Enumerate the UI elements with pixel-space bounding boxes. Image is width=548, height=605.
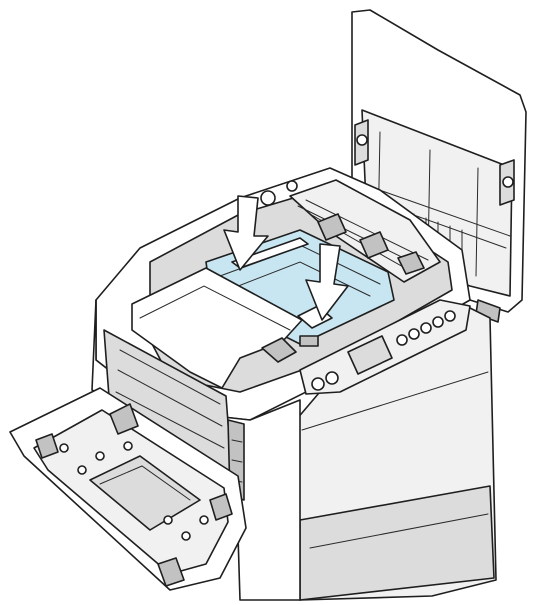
fuser-unit: [260, 179, 441, 283]
panel-button: [408, 328, 420, 340]
control-panel: [299, 299, 471, 395]
arrow-down-icon: [305, 243, 349, 321]
panel-button: [325, 371, 339, 385]
panel-button: [432, 316, 444, 328]
panel-button: [420, 322, 432, 334]
panel-button: [311, 377, 325, 391]
lcd-display: [347, 335, 393, 375]
panel-button: [396, 334, 408, 346]
arrow-down-icon: [223, 195, 269, 271]
output-tray: [131, 267, 303, 389]
front-door: [9, 387, 247, 591]
panel-button: [444, 310, 456, 322]
